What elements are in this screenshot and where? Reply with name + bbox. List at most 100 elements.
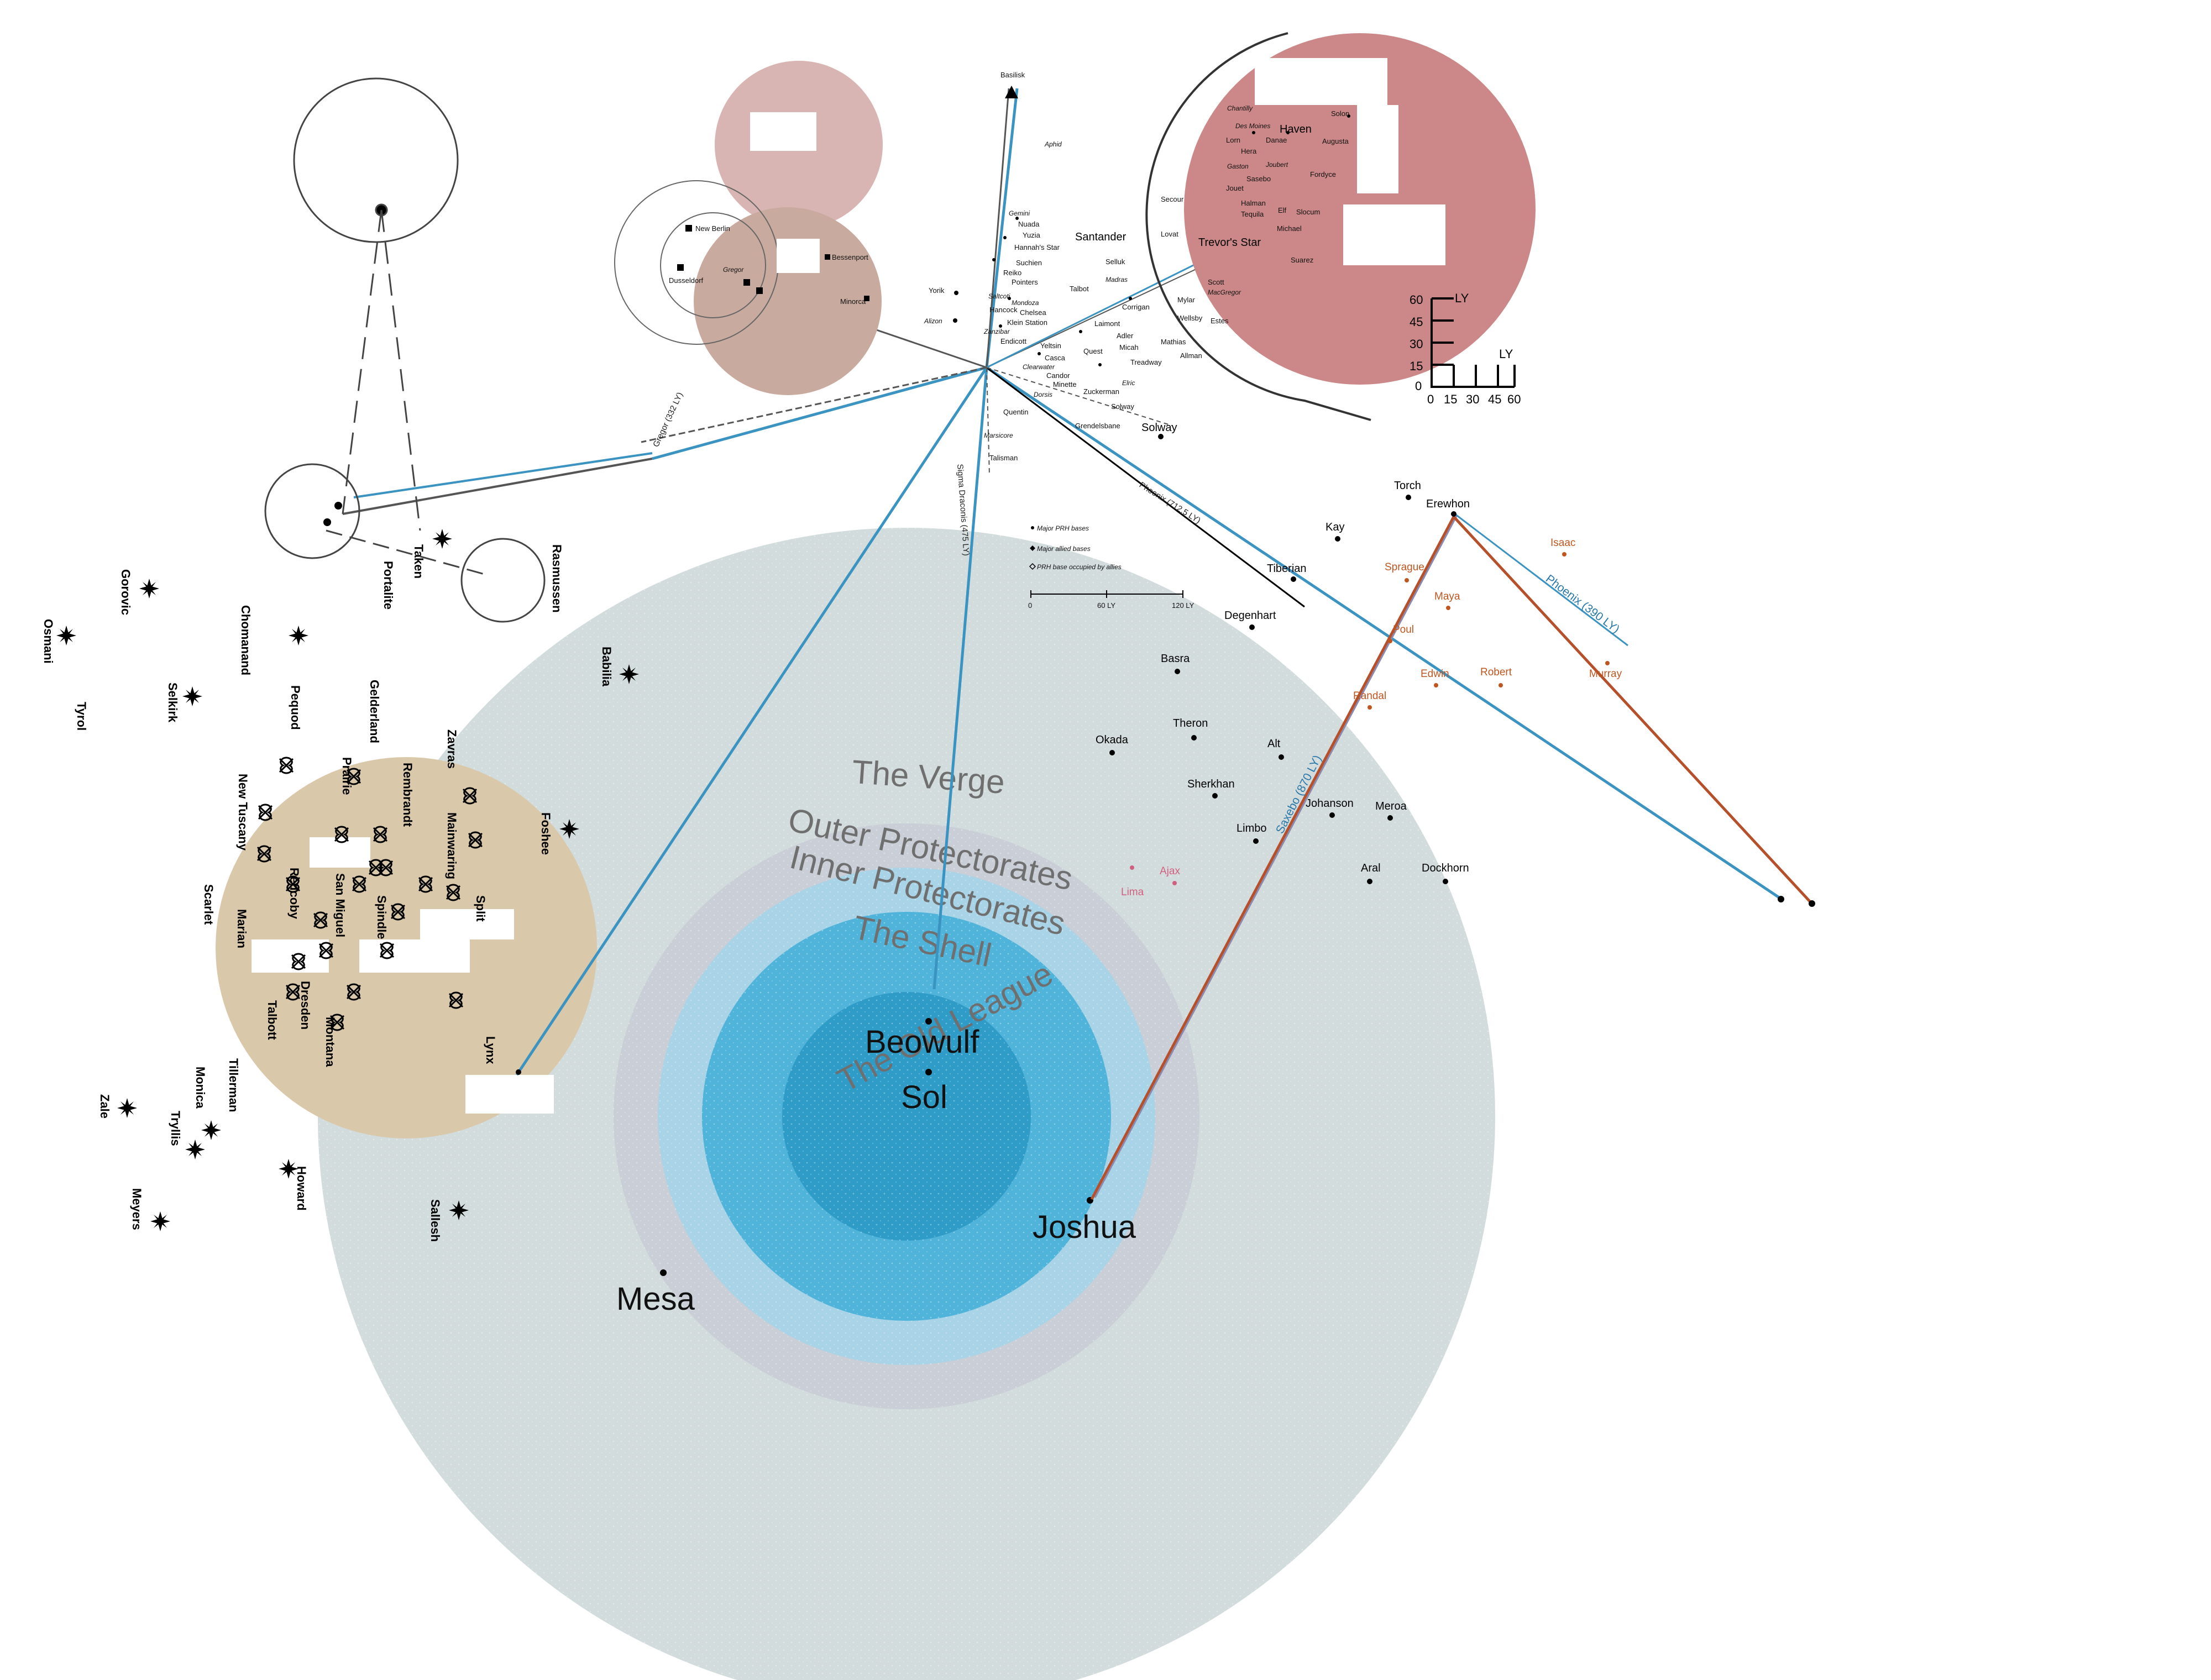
system-zavras: Zavras [445,729,459,769]
system-robert: Robert [1480,666,1512,678]
system-degenhart: Degenhart [1224,610,1276,622]
system-grendelsbane: Grendelsbane [1075,422,1120,430]
system-lovat: Lovat [1161,230,1178,238]
system-dorsis: Dorsis [1034,391,1052,398]
system-macgregor: MacGregor [1208,288,1241,296]
scale-x-tick-60: 60 [1507,392,1521,406]
system-gregor: Gregor [723,266,744,274]
system-talbot: Talbot [1070,285,1089,293]
system-sherkhan: Sherkhan [1187,778,1235,790]
new-berlin-region [694,207,882,395]
system-lorn: Lorn [1226,136,1240,144]
system-aral: Aral [1361,862,1381,874]
system-pequod: Pequod [289,685,302,730]
system-marsicore: Marsicore [984,432,1013,439]
system-kay: Kay [1325,521,1344,533]
legend-prh-occupied: PRH base occupied by allies [1037,563,1122,571]
legend-major-prh: Major PRH bases [1037,524,1089,532]
system-tryllis: Tryllis [169,1111,182,1146]
system-mondoza: Mondoza [1012,299,1039,307]
system-madras: Madras [1106,276,1128,284]
verge-systems: Torch Erewhon Kay Tiberian Degenhart Bas… [1096,480,1470,884]
system-sprague: Sprague [1385,561,1424,573]
system-howard: Howard [295,1166,308,1211]
system-gelderland: Gelderland [368,680,381,743]
sketch-circles [264,77,546,623]
system-aphid: Aphid [1044,140,1062,148]
system-haven: Haven [1280,123,1312,135]
system-elf: Elf [1278,206,1287,214]
system-babilia: Babilia [600,647,614,687]
system-endicott: Endicott [1000,337,1026,345]
system-dockhorn: Dockhorn [1422,862,1469,874]
system-micah: Micah [1119,343,1139,351]
system-minorca: Minorca [840,297,866,306]
system-scott: Scott [1208,278,1224,286]
system-spindle: Spindle [375,895,389,939]
system-selluk: Selluk [1106,258,1125,266]
system-rembrandt: Rembrandt [401,763,415,827]
hub-legend: Major PRH bases Major allied bases PRH b… [1028,524,1194,610]
system-sallesh: Sallesh [428,1199,442,1242]
haven-systems: Chantilly Des Moines Lorn Hera Haven Dan… [1161,104,1350,325]
system-talisman: Talisman [989,454,1018,462]
system-bessenport: Bessenport [832,253,868,261]
system-fordyce: Fordyce [1310,170,1336,179]
haven-scale [1431,297,1516,388]
system-quest: Quest [1083,347,1103,355]
system-meroa: Meroa [1375,800,1407,812]
system-erewhon: Erewhon [1426,498,1470,510]
system-poul: Poul [1393,624,1414,636]
legend-major-allied: Major allied bases [1037,545,1091,553]
system-zuckerman: Zuckerman [1083,387,1119,396]
system-san-miguel: San Miguel [333,873,347,937]
system-nuada: Nuada [1018,220,1040,228]
system-minette: Minette [1053,380,1077,389]
system-clearwater: Clearwater [1023,363,1055,371]
system-taken: Taken [412,544,426,579]
system-new-tuscany: New Tuscany [236,774,250,851]
system-hannahs-star: Hannah's Star [1014,243,1060,251]
system-montana: Montana [323,1017,337,1067]
system-alizon: Alizon [924,317,942,325]
system-halman: Halman [1241,199,1266,207]
system-santander: Santander [1075,231,1127,243]
hub-scale-0: 0 [1028,601,1032,610]
scale-y-tick-0: 0 [1415,379,1422,393]
system-meyers: Meyers [130,1188,144,1230]
system-lima: Lima [1121,886,1144,898]
scale-x-tick-15: 15 [1444,392,1457,406]
scale-y-tick-45: 45 [1410,315,1423,329]
scale-x-unit: LY [1499,347,1513,361]
system-edwin: Edwin [1421,668,1449,680]
system-candor: Candor [1046,371,1070,380]
scale-y-unit: LY [1455,291,1469,305]
scale-y-tick-15: 15 [1410,359,1423,373]
system-yeltsin: Yeltsin [1040,342,1061,350]
system-gaston: Gaston [1227,162,1249,170]
system-redcoby: Redcoby [287,868,301,920]
system-new-berlin: New Berlin [695,224,730,233]
system-elric: Elric [1122,379,1135,387]
system-ajax: Ajax [1160,865,1180,877]
haven-scale-labels: 60 45 30 15 0 0 15 30 45 60 LY LY [1410,291,1521,406]
system-tiberian: Tiberian [1267,563,1307,575]
scale-y-tick-30: 30 [1410,337,1423,351]
system-des-moines: Des Moines [1235,122,1270,130]
system-wellsby: Wellsby [1177,314,1203,322]
system-sol: Sol [901,1079,947,1115]
talbott-pink-systems: Lima Ajax [1121,865,1180,898]
phoenix-systems: Isaac Sprague Maya Poul Edwin Robert Mur… [1353,537,1622,710]
system-isaac: Isaac [1550,537,1575,549]
system-danae: Danae [1266,136,1287,144]
system-hancock: Hancock [989,306,1018,314]
system-murray: Murray [1589,668,1622,680]
system-portalite: Portalite [381,561,395,610]
system-lynx: Lynx [484,1036,497,1064]
system-tyrol: Tyrol [75,702,88,731]
west-systems: Gorovic Osmani Tyrol Selkirk Chomanand T… [41,529,639,1242]
system-monica: Monica [193,1067,207,1109]
system-gorovic: Gorovic [119,569,133,615]
system-dusseldorf: Dusseldorf [669,276,704,285]
